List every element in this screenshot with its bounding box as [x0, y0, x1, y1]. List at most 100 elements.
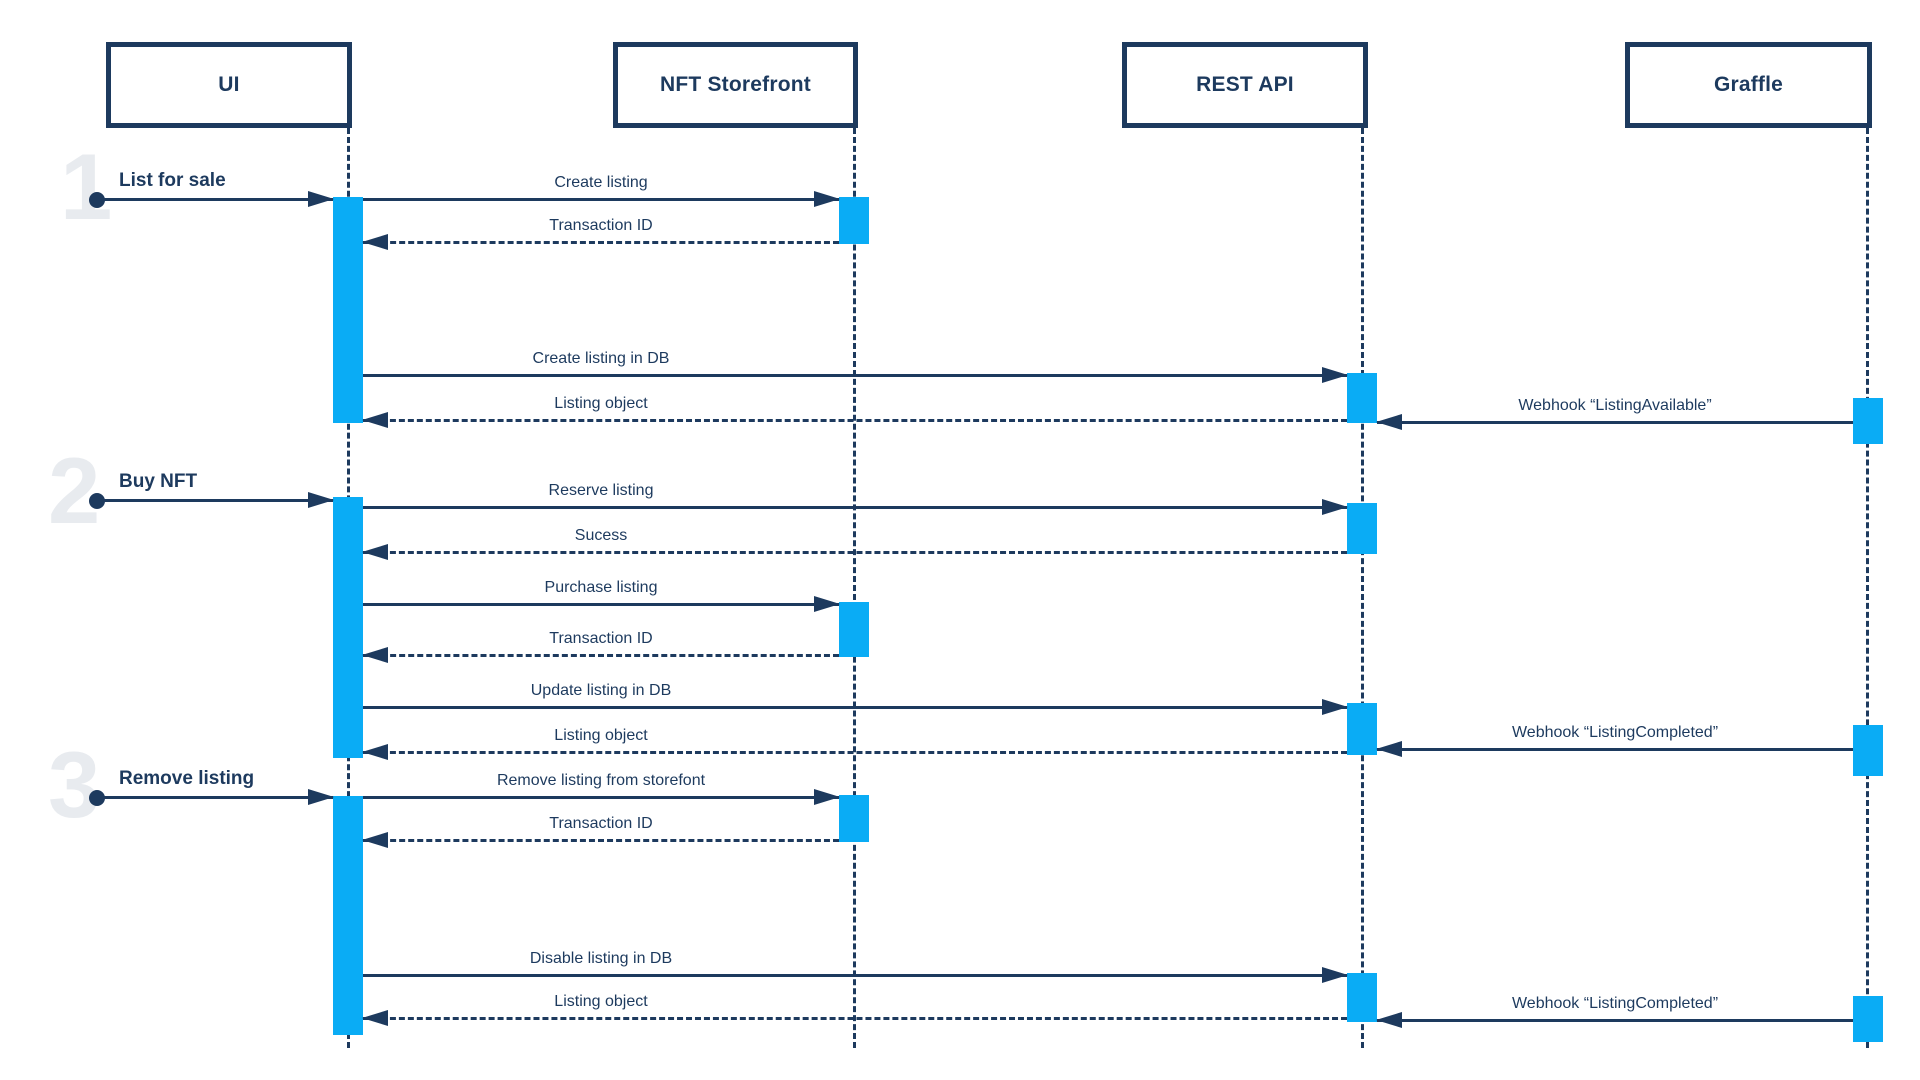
actor-box-rest-api: REST API — [1122, 42, 1368, 128]
message-webhook-listing-completed-2: Webhook “ListingCompleted” — [1376, 995, 1853, 1028]
message-label: Transaction ID — [549, 630, 653, 647]
actor-label-nft-storefront: NFT Storefront — [660, 73, 811, 96]
message-sucess: Sucess — [362, 527, 1347, 560]
arrowhead-icon — [1322, 699, 1348, 715]
message-disable-listing-in-db: Disable listing in DB — [363, 950, 1348, 983]
message-label: Create listing in DB — [532, 350, 670, 367]
activation-ui-1 — [333, 197, 363, 423]
message-listing-object-2: Listing object — [362, 727, 1347, 760]
arrowhead-icon — [1322, 367, 1348, 383]
trigger-buy-nft: Buy NFT — [89, 471, 334, 509]
message-listing-object-1: Listing object — [362, 395, 1347, 428]
message-label: Create listing — [554, 174, 648, 191]
activation-graffle-3 — [1853, 996, 1883, 1042]
message-line — [1377, 748, 1853, 751]
arrowhead-icon — [1376, 414, 1402, 430]
actor-box-graffle: Graffle — [1625, 42, 1872, 128]
activation-rest-2 — [1347, 503, 1377, 554]
message-line — [363, 603, 839, 606]
activation-nft-3 — [839, 795, 869, 842]
message-line — [363, 751, 1347, 754]
message-line — [363, 974, 1347, 977]
message-label: Update listing in DB — [530, 682, 672, 699]
arrowhead-icon — [308, 789, 334, 805]
trigger-line — [97, 499, 333, 502]
message-reserve-listing: Reserve listing — [363, 482, 1348, 515]
activation-graffle-1 — [1853, 398, 1883, 444]
activation-graffle-2 — [1853, 725, 1883, 776]
message-label: Disable listing in DB — [529, 950, 673, 967]
trigger-list-for-sale: List for sale — [89, 170, 334, 208]
message-line — [363, 419, 1347, 422]
lifeline-rest-api — [1361, 128, 1364, 1048]
message-label: Webhook “ListingCompleted” — [1511, 995, 1719, 1012]
message-line — [363, 198, 839, 201]
message-line — [1377, 421, 1853, 424]
arrowhead-icon — [362, 647, 388, 663]
message-transaction-id-3: Transaction ID — [362, 815, 839, 848]
actor-label-rest-api: REST API — [1196, 73, 1294, 96]
message-label: Purchase listing — [544, 579, 658, 596]
arrowhead-icon — [1322, 499, 1348, 515]
message-listing-object-3: Listing object — [362, 993, 1347, 1026]
arrowhead-icon — [1322, 967, 1348, 983]
message-remove-listing-from-storefont: Remove listing from storefont — [363, 772, 840, 805]
message-line — [363, 506, 1347, 509]
message-line — [363, 551, 1347, 554]
message-webhook-listing-completed-1: Webhook “ListingCompleted” — [1376, 724, 1853, 757]
message-label: Listing object — [554, 993, 648, 1010]
section-number-1: 1 — [60, 134, 113, 239]
message-line — [363, 1017, 1347, 1020]
message-line — [363, 706, 1347, 709]
message-line — [363, 654, 839, 657]
actor-box-ui: UI — [106, 42, 352, 128]
activation-ui-3 — [333, 796, 363, 1035]
arrowhead-icon — [362, 412, 388, 428]
arrowhead-icon — [362, 832, 388, 848]
actor-label-graffle: Graffle — [1713, 73, 1784, 96]
activation-rest-4 — [1347, 973, 1377, 1022]
trigger-remove-listing: Remove listing — [89, 768, 334, 806]
message-transaction-id-2: Transaction ID — [362, 630, 839, 663]
arrowhead-icon — [362, 544, 388, 560]
message-line — [1377, 1019, 1853, 1022]
arrowhead-icon — [362, 1010, 388, 1026]
activation-rest-3 — [1347, 703, 1377, 755]
trigger-label: Buy NFT — [119, 471, 198, 492]
actor-box-nft-storefront: NFT Storefront — [613, 42, 858, 128]
message-label: Remove listing from storefont — [496, 772, 706, 789]
arrowhead-icon — [362, 234, 388, 250]
message-label: Sucess — [574, 527, 628, 544]
message-transaction-id-1: Transaction ID — [362, 217, 839, 250]
message-label: Reserve listing — [548, 482, 654, 499]
message-create-listing-in-db: Create listing in DB — [363, 350, 1348, 383]
message-create-listing: Create listing — [363, 174, 840, 207]
message-line — [363, 796, 839, 799]
message-line — [363, 374, 1347, 377]
activation-rest-1 — [1347, 373, 1377, 423]
message-label: Webhook “ListingAvailable” — [1518, 397, 1712, 414]
arrowhead-icon — [814, 789, 840, 805]
section-number-2: 2 — [48, 438, 101, 543]
lifeline-nft-storefront — [853, 128, 856, 1048]
message-purchase-listing: Purchase listing — [363, 579, 840, 612]
arrowhead-icon — [1376, 741, 1402, 757]
message-webhook-listing-available: Webhook “ListingAvailable” — [1376, 397, 1853, 430]
message-update-listing-in-db: Update listing in DB — [363, 682, 1348, 715]
actor-label-ui: UI — [218, 73, 240, 96]
arrowhead-icon — [814, 596, 840, 612]
arrowhead-icon — [308, 492, 334, 508]
message-label: Transaction ID — [549, 815, 653, 832]
message-label: Listing object — [554, 727, 648, 744]
lifeline-graffle — [1866, 128, 1869, 1048]
message-line — [363, 241, 839, 244]
message-line — [363, 839, 839, 842]
arrowhead-icon — [362, 744, 388, 760]
activation-nft-1 — [839, 197, 869, 244]
arrowhead-icon — [814, 191, 840, 207]
message-label: Transaction ID — [549, 217, 653, 234]
message-label: Webhook “ListingCompleted” — [1511, 724, 1719, 741]
arrowhead-icon — [1376, 1012, 1402, 1028]
trigger-label: List for sale — [119, 170, 226, 191]
